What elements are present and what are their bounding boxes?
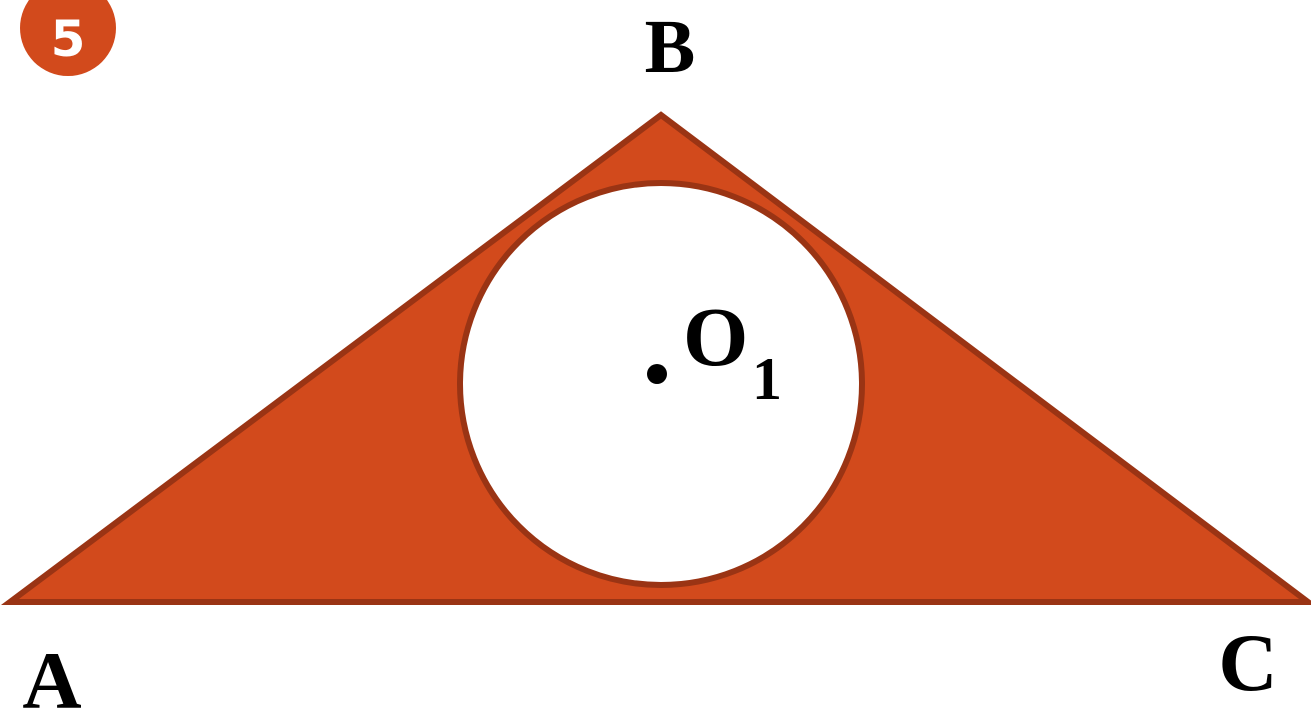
vertex-label-a: A bbox=[22, 635, 81, 710]
inscribed-circle bbox=[457, 180, 865, 588]
center-label: O bbox=[683, 291, 748, 384]
step-number-badge bbox=[20, 0, 116, 76]
step-number: 5 bbox=[50, 10, 86, 68]
center-label-subscript: 1 bbox=[752, 346, 782, 412]
vertex-label-b: B bbox=[645, 5, 696, 89]
center-point bbox=[647, 364, 667, 384]
vertex-label-c: C bbox=[1218, 617, 1277, 708]
